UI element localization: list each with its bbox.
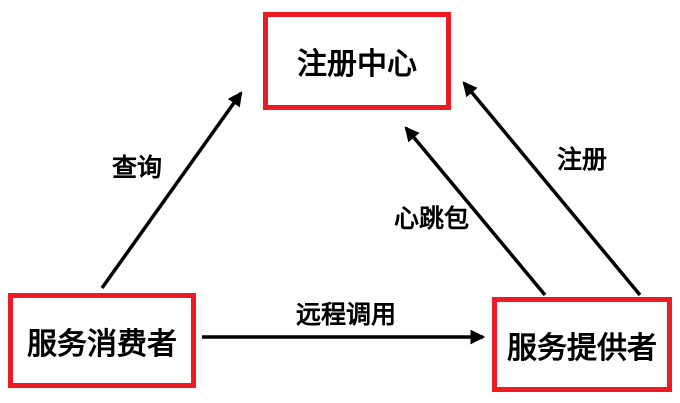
node-service-provider: 服务提供者 <box>492 297 672 392</box>
edge-query-arrow <box>100 91 243 290</box>
node-registry-center: 注册中心 <box>263 12 451 110</box>
edge-heartbeat-label: 心跳包 <box>394 205 470 233</box>
node-consumer-label: 服务消费者 <box>27 327 177 361</box>
node-provider-label: 服务提供者 <box>507 331 657 365</box>
edge-register-arrow <box>462 81 642 297</box>
edge-remote-call-label: 远程调用 <box>296 301 397 329</box>
edge-register-label: 注册 <box>557 146 608 174</box>
node-registry-label: 注册中心 <box>297 48 417 81</box>
edge-heartbeat-arrow <box>404 126 547 297</box>
edge-query-label: 查询 <box>112 154 163 182</box>
node-service-consumer: 服务消费者 <box>8 293 196 388</box>
